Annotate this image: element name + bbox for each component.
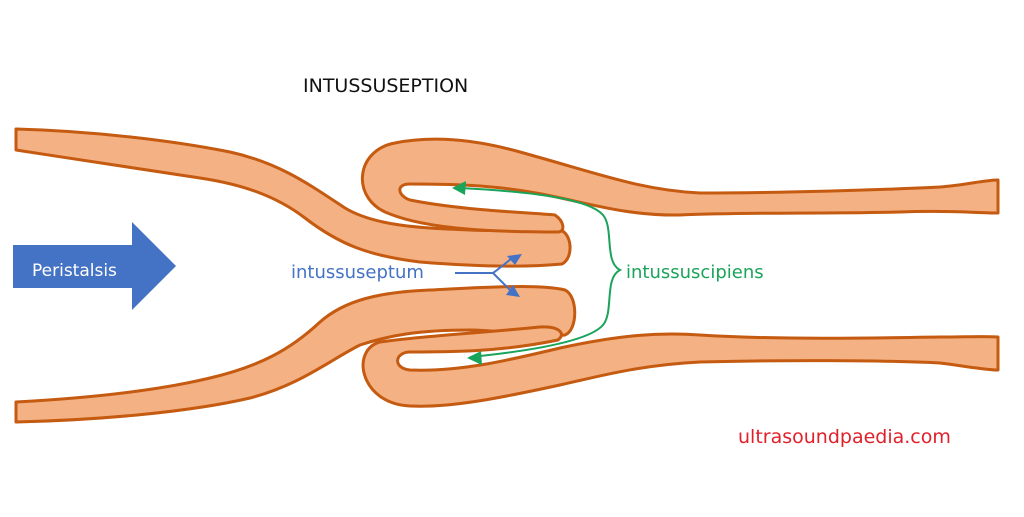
proximal-bowel-wall-upper <box>14 127 572 268</box>
intussuseptum-arrowhead-down-icon <box>506 285 520 297</box>
diagram-title: INTUSSUSEPTION <box>303 75 468 97</box>
intussuscipiens-bracket-icon <box>459 187 623 358</box>
intussuscipiens-arrowhead-upper-icon <box>452 181 466 195</box>
intussuseptum-label: intussuseptum <box>291 262 424 283</box>
intussuscipiens-label: intussuscipiens <box>626 262 764 283</box>
peristalsis-label: Peristalsis <box>32 261 117 281</box>
intussuscipiens-arrowhead-lower-icon <box>467 351 482 365</box>
watermark-text: ultrasoundpaedia.com <box>738 426 951 448</box>
intussuscipiens-wall-lower <box>361 325 1000 408</box>
peristalsis-arrow-icon <box>13 222 176 310</box>
intussuseptum-arrowhead-up-icon <box>507 254 522 265</box>
proximal-bowel-wall-lower <box>14 285 577 424</box>
intussuscipiens-wall-upper <box>361 137 1000 234</box>
